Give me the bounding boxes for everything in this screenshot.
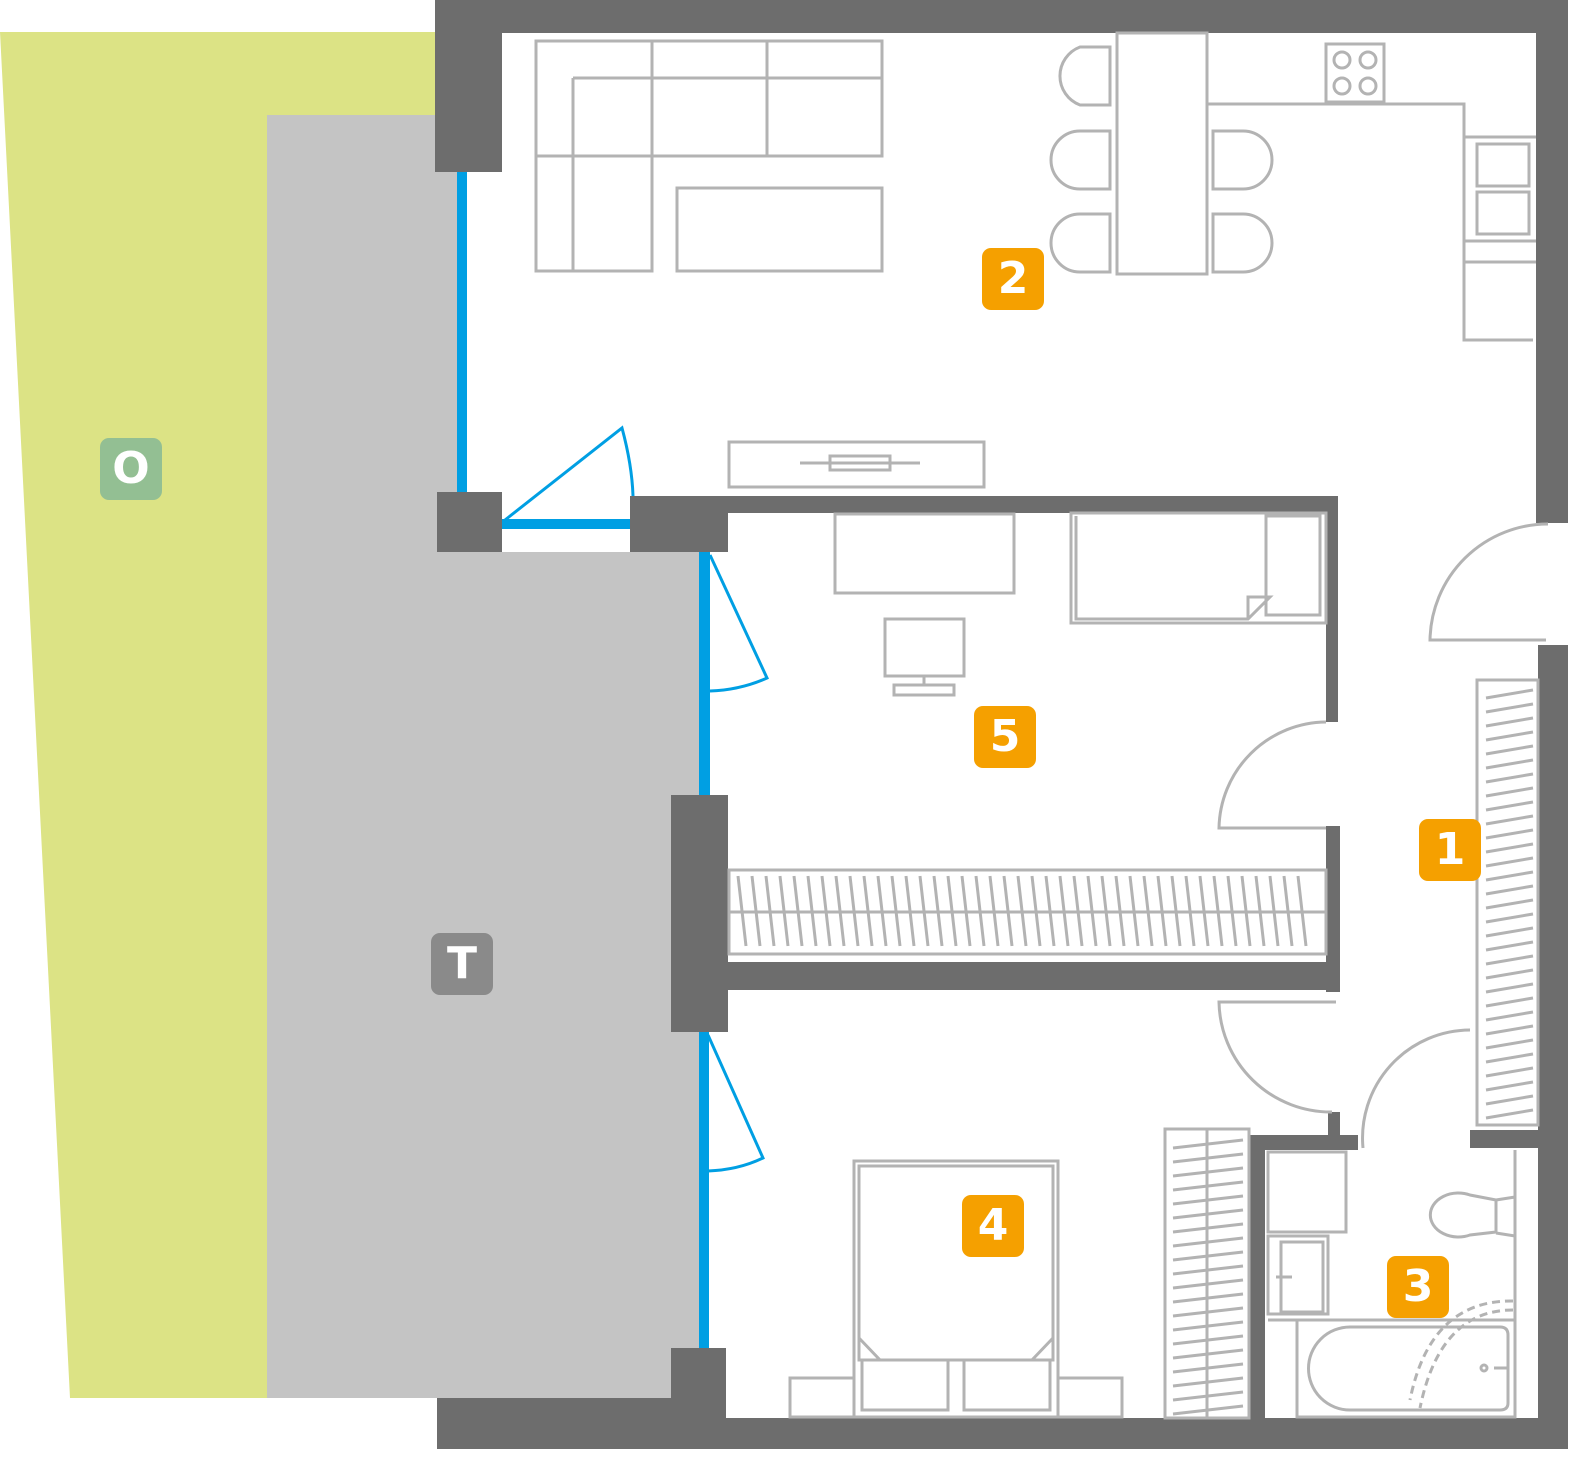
sink-cabinet [1266, 1234, 1330, 1316]
wardrobe-room-5 [727, 868, 1328, 956]
dining-bar [1049, 31, 1274, 276]
interior-doors [1217, 522, 1549, 1149]
wardrobe-hall [1475, 678, 1540, 1127]
terrace-badge: T [431, 933, 493, 995]
room-badge-1: 1 [1419, 819, 1481, 881]
sofa [534, 39, 884, 273]
garden-area [0, 32, 435, 1398]
single-bed [1069, 511, 1328, 625]
nightstand-right [1056, 1376, 1124, 1419]
room-badge-4: 4 [962, 1195, 1024, 1257]
room-badge-2: 2 [982, 248, 1044, 310]
kitchen-counter [1207, 42, 1536, 342]
toilet [1428, 1191, 1517, 1239]
bathtub [1268, 1299, 1517, 1419]
windows [457, 172, 710, 1348]
computer-monitor [883, 617, 966, 697]
coffee-table [675, 186, 884, 273]
nightstand-left [788, 1376, 856, 1419]
room-badge-3: 3 [1387, 1256, 1449, 1318]
double-bed [852, 1159, 1060, 1419]
room-badge-5: 5 [974, 706, 1036, 768]
tv-stand [727, 440, 986, 489]
terrace-area [267, 115, 699, 1398]
balcony-doors [504, 425, 770, 1173]
wardrobe-bedroom [1163, 1127, 1251, 1420]
garden-badge: O [100, 438, 162, 500]
washing-machine [1266, 1150, 1348, 1234]
walls [435, 0, 1568, 1449]
desk [833, 512, 1016, 595]
